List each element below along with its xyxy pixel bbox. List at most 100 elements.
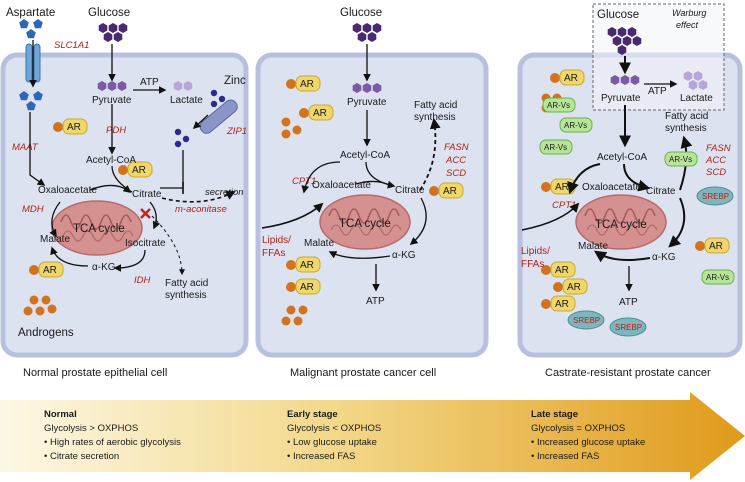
svg-text:AR: AR — [567, 282, 581, 293]
svg-text:AR: AR — [300, 282, 314, 293]
srebp-protein: SREBP — [696, 186, 734, 206]
stage-normal: Normal Glycolysis > OXPHOS • High rates … — [44, 409, 181, 462]
ar-receptor: AR — [299, 104, 334, 121]
oxaloacetate-label: Oxaloacetate — [582, 182, 641, 193]
ar-receptor: AR — [550, 69, 585, 86]
svg-text:AR-Vs: AR-Vs — [564, 121, 587, 130]
ar-v-receptor: AR-Vs — [539, 139, 573, 155]
fasn-label: FASN — [444, 142, 469, 153]
svg-text:AR: AR — [564, 73, 578, 84]
ffas-label: FFAs — [521, 259, 544, 270]
glucose-label: Glucose — [597, 9, 639, 21]
malate-label: Malate — [578, 241, 608, 252]
atp-label-2: ATP — [619, 297, 638, 308]
svg-text:Glycolysis = OXPHOS: Glycolysis = OXPHOS — [531, 423, 625, 434]
lipids-label: Lipids/ — [521, 246, 550, 257]
svg-text:SREBP: SREBP — [702, 192, 729, 201]
acetyl-coa-label: Acetyl-CoA — [340, 150, 390, 161]
svg-text:Late stage: Late stage — [531, 409, 578, 420]
androgens-label: Androgens — [18, 327, 74, 339]
ar-v-receptor: AR-Vs — [559, 117, 593, 133]
warburg-effect-box — [592, 3, 725, 111]
svg-text:• Citrate secretion: • Citrate secretion — [44, 451, 119, 462]
mdh-label: MDH — [22, 204, 44, 215]
tca-cycle-label: TCA cycle — [595, 219, 647, 231]
androgens-icon — [281, 117, 302, 139]
aspartate-label: Aspartate — [6, 7, 55, 19]
pyruvate-label: Pyruvate — [601, 93, 641, 104]
lactate-label: Lactate — [680, 93, 713, 104]
citrate-label: Citrate — [395, 185, 425, 196]
progression-arrow — [0, 392, 745, 480]
fasn-label: FASN — [706, 143, 731, 154]
scd-label: SCD — [706, 167, 726, 178]
cpt1-label: CPT1 — [552, 200, 576, 211]
secretion-label: secretion — [205, 187, 244, 198]
inhibition-x-icon — [140, 208, 151, 219]
pdh-label: PDH — [106, 125, 126, 136]
glucose-molecules-icon — [352, 23, 382, 42]
zip1-label: ZIP1 — [226, 126, 247, 137]
warburg-label-1: Warburg — [672, 8, 706, 18]
atp-label: ATP — [366, 296, 385, 307]
citrate-label: Citrate — [132, 189, 162, 200]
pyruvate-label: Pyruvate — [92, 95, 132, 106]
svg-text:• Increased glucose uptake: • Increased glucose uptake — [531, 437, 645, 448]
ar-receptor: AR — [541, 295, 576, 312]
ar-receptor: AR — [286, 278, 321, 295]
ar-receptor: AR — [29, 261, 64, 278]
caption-malignant: Malignant prostate cancer cell — [290, 367, 436, 379]
svg-text:• High rates of aerobic glycol: • High rates of aerobic glycolysis — [44, 437, 181, 448]
zip1-channel-icon — [199, 99, 238, 134]
svg-text:Early stage: Early stage — [287, 409, 338, 420]
malate-label: Malate — [40, 234, 70, 245]
ar-receptor: AR — [286, 256, 321, 273]
androgens-icon — [281, 305, 308, 326]
svg-text:AR-Vs: AR-Vs — [547, 101, 570, 110]
ffas-label: FFAs — [262, 248, 285, 259]
m-aconitase-label: m-aconitase — [175, 204, 227, 215]
akg-label: α-KG — [652, 252, 676, 263]
glucose-label: Glucose — [88, 7, 130, 19]
oxaloacetate-label: Oxaloacetate — [38, 185, 97, 196]
panel-crpc-cell: Glucose Warburg effect Pyruvate ATP Lact… — [517, 3, 743, 379]
scd-label: SCD — [446, 168, 466, 179]
lipids-label: Lipids/ — [262, 235, 291, 246]
oxaloacetate-label: Oxaloacetate — [312, 180, 371, 191]
svg-text:Glycolysis > OXPHOS: Glycolysis > OXPHOS — [44, 423, 138, 434]
svg-text:AR-Vs: AR-Vs — [544, 143, 567, 152]
pyruvate-molecules-icon — [610, 75, 640, 85]
androgens-icon — [23, 295, 57, 316]
acetyl-coa-label: Acetyl-CoA — [86, 155, 136, 166]
citrate-label: Citrate — [646, 186, 676, 197]
svg-text:AR: AR — [67, 122, 81, 133]
pyruvate-molecules-icon — [97, 81, 127, 91]
idh-label: IDH — [134, 275, 151, 286]
svg-text:Glycolysis < OXPHOS: Glycolysis < OXPHOS — [287, 423, 381, 434]
stage-early: Early stage Glycolysis < OXPHOS • Low gl… — [287, 409, 381, 462]
acc-label: ACC — [705, 155, 726, 166]
svg-text:AR: AR — [555, 299, 569, 310]
ar-receptor: AR — [541, 261, 576, 278]
svg-text:AR: AR — [313, 108, 327, 119]
svg-text:• Increased FAS: • Increased FAS — [531, 451, 599, 462]
svg-text:• Increased FAS: • Increased FAS — [287, 451, 355, 462]
slc1a1-label: SLC1A1 — [54, 40, 89, 51]
svg-text:SREBP: SREBP — [615, 323, 642, 332]
isocitrate-label: Isocitrate — [125, 238, 166, 249]
acc-label: ACC — [445, 155, 466, 166]
srebp-protein: SREBP — [567, 310, 605, 330]
panel-normal-cell: Aspartate SLC1A1 Glucose Pyruvate ATP La… — [0, 7, 249, 379]
atp-label: ATP — [140, 77, 159, 88]
acetyl-coa-label: Acetyl-CoA — [597, 152, 647, 163]
glucose-molecules-icon — [98, 23, 128, 42]
svg-text:AR: AR — [132, 165, 146, 176]
svg-text:AR: AR — [555, 182, 569, 193]
ar-receptor: AR — [695, 237, 730, 254]
ar-receptor: AR — [286, 75, 321, 92]
svg-text:AR-Vs: AR-Vs — [669, 155, 692, 164]
